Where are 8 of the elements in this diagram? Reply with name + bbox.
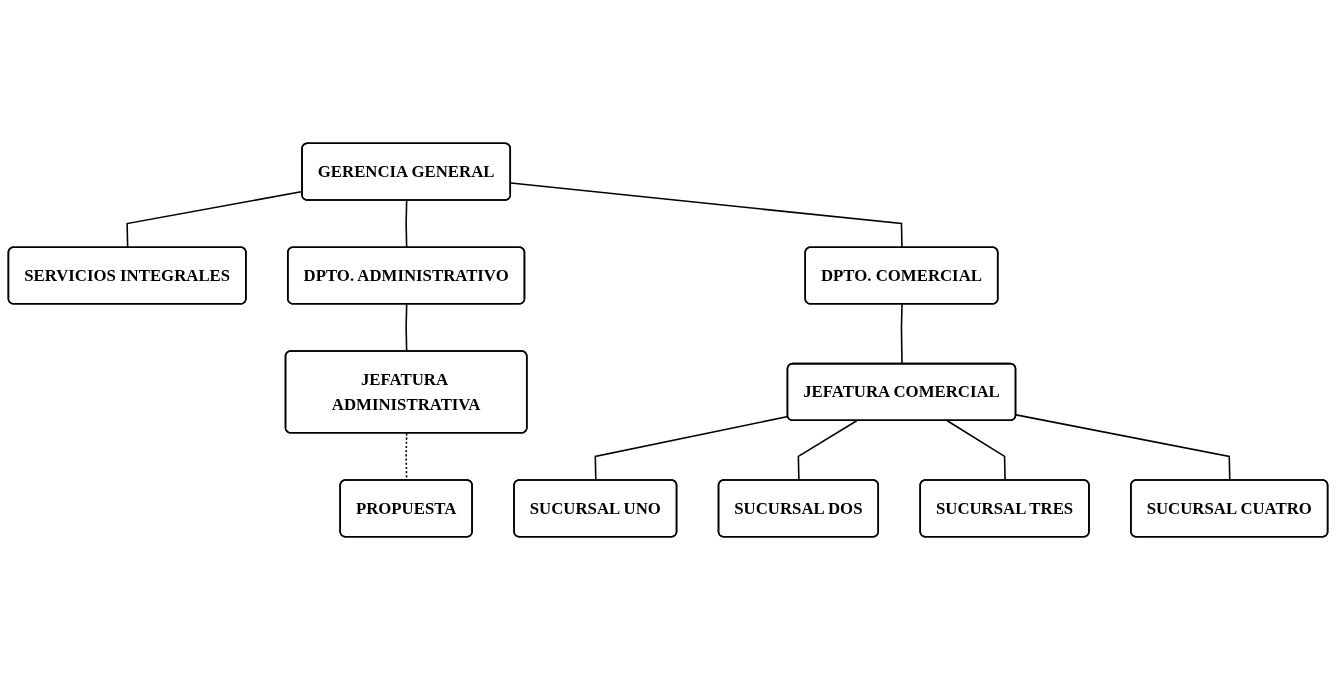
- connector: [900, 303, 903, 365]
- connector: [594, 415, 789, 482]
- connector: [405, 303, 408, 353]
- connector: [946, 420, 1006, 482]
- connector: [1015, 414, 1231, 482]
- connector: [510, 182, 903, 249]
- connector: [405, 199, 408, 249]
- connector: [797, 420, 858, 482]
